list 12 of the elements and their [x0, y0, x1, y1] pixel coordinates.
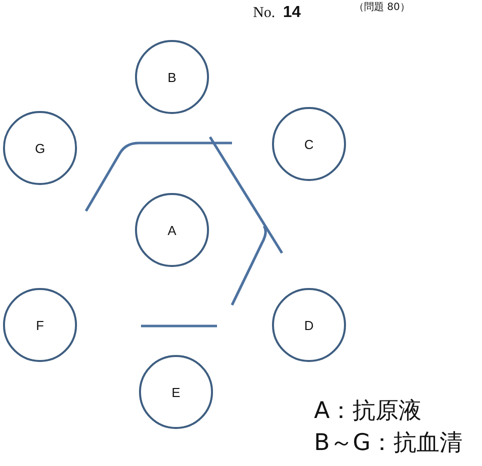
well-label: D: [304, 318, 314, 332]
well-label: G: [34, 142, 46, 154]
well-label: A: [168, 224, 176, 236]
number-prefix: No.: [253, 6, 276, 21]
well-label: E: [172, 386, 180, 398]
well-label: C: [304, 138, 314, 150]
question-reference: （問題 80）: [354, 3, 410, 13]
well-label: B: [168, 70, 176, 84]
legend-note: B～G：抗血清: [314, 432, 463, 455]
well-label: F: [36, 318, 44, 332]
problem-number: 14: [283, 5, 301, 21]
legend-note: A：抗原液: [314, 400, 422, 423]
